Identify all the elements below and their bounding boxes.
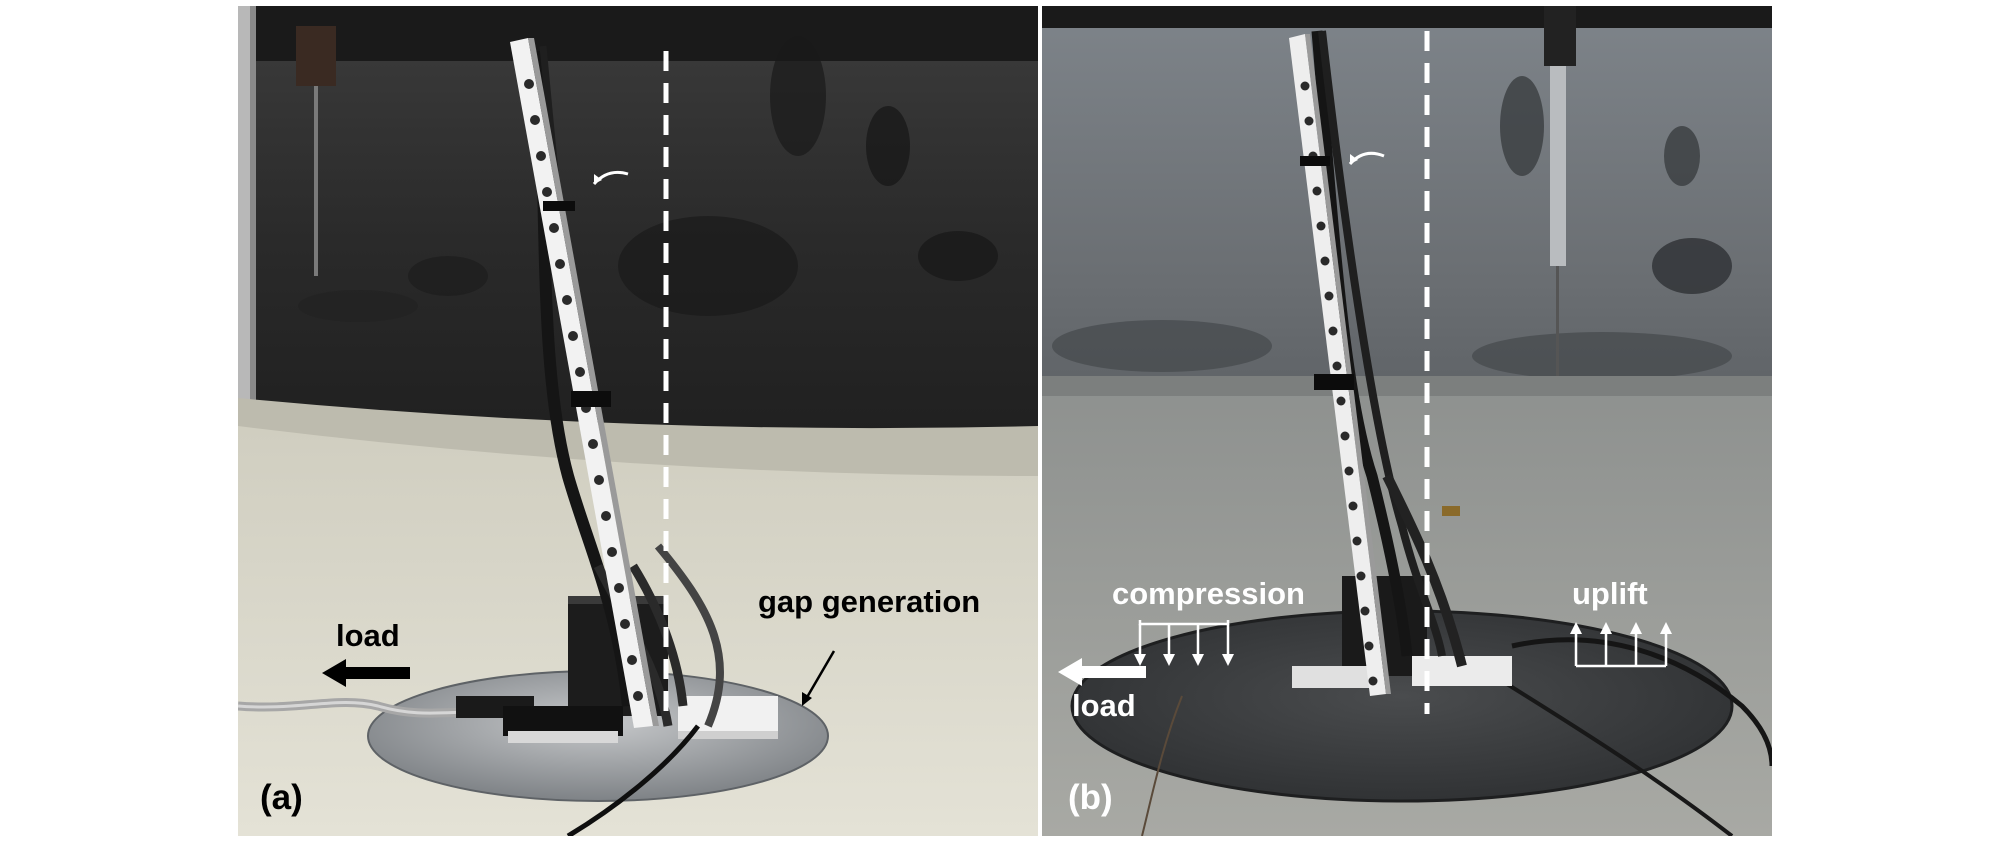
load-arrow-b — [1058, 658, 1146, 686]
load-arrow-a — [322, 659, 410, 687]
annotation-uplift: uplift — [1572, 576, 1648, 611]
annotation-compression: compression — [1112, 576, 1305, 611]
photo-b — [1042, 6, 1772, 836]
annotation-load-a: load — [336, 618, 400, 653]
panel-label-a: (a) — [260, 778, 303, 817]
photo-a — [238, 6, 1038, 836]
compression-arrows — [1138, 620, 1230, 658]
annotation-gap-generation: gap generation — [758, 584, 981, 619]
photo-panel-a: load gap generation (a) — [238, 6, 1038, 836]
uplift-arrows — [1574, 630, 1668, 668]
panel-label-b: (b) — [1068, 778, 1113, 817]
photo-panel-b: compression uplift load (b) — [1042, 6, 1772, 836]
annotation-load-b: load — [1072, 688, 1136, 723]
gap-pointer-arrow — [804, 650, 836, 700]
